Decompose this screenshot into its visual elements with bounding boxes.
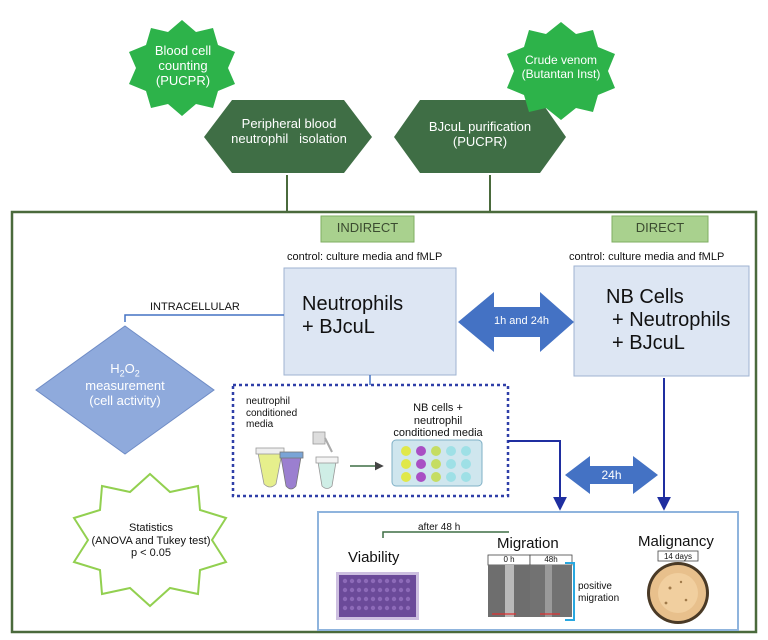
tab-direct-label[interactable]: DIRECT (635, 220, 685, 235)
venom-label: Crude venom(Butantan Inst) (521, 53, 601, 81)
nb-box-label: NB Cells+ Neutrophils+ BJcuL (606, 286, 731, 354)
time-0h-label: 0 h (503, 555, 515, 564)
malignancy-dish-image (647, 550, 709, 624)
time-48h-label: 48h (544, 555, 558, 564)
statistics-label: Statistics(ANOVA and Tukey test)p < 0.05 (91, 522, 211, 560)
isolation-hexagon (204, 100, 372, 173)
arrow-1h-24h (458, 292, 574, 352)
control-direct-label: control: culture media and fMLP (569, 251, 725, 263)
arrow-1h-24h-label: 1h and 24h (494, 315, 550, 327)
neutrophils-box-label: Neutrophils+ BJcuL (302, 293, 404, 338)
purification-hexagon (394, 100, 566, 173)
viability-label: Viability (348, 549, 400, 566)
arrow-24h-label: 24h (601, 468, 622, 482)
venom-star (507, 22, 615, 120)
days-14-label: 14 days (663, 552, 693, 561)
tab-direct (611, 215, 709, 243)
nb-cells-box (573, 265, 750, 377)
tubes-illustration (255, 431, 339, 490)
tab-indirect-label[interactable]: INDIRECT (336, 220, 399, 235)
h2o2-diamond (35, 325, 215, 455)
control-indirect-label: control: culture media and fMLP (287, 251, 443, 263)
blood-count-star (129, 20, 235, 116)
migration-label: Migration (497, 535, 559, 552)
statistics-star (72, 472, 228, 608)
viability-plate-image (336, 572, 419, 620)
malignancy-label: Malignancy (638, 533, 714, 550)
purification-label: BJcuL purification(PUCPR) (428, 119, 532, 149)
study-frame (10, 210, 758, 634)
tab-indirect (320, 215, 415, 243)
intracellular-line (124, 314, 284, 322)
after-48h-line (382, 531, 509, 538)
well-plate-illustration (391, 439, 483, 487)
arrow-24h (565, 456, 658, 494)
intracellular-label: INTRACELLULAR (150, 301, 240, 313)
after-48h-label: after 48 h (418, 522, 461, 533)
h2o2-label: H2O2 measurement (cell activity) (85, 361, 165, 408)
migration-images (487, 554, 575, 621)
